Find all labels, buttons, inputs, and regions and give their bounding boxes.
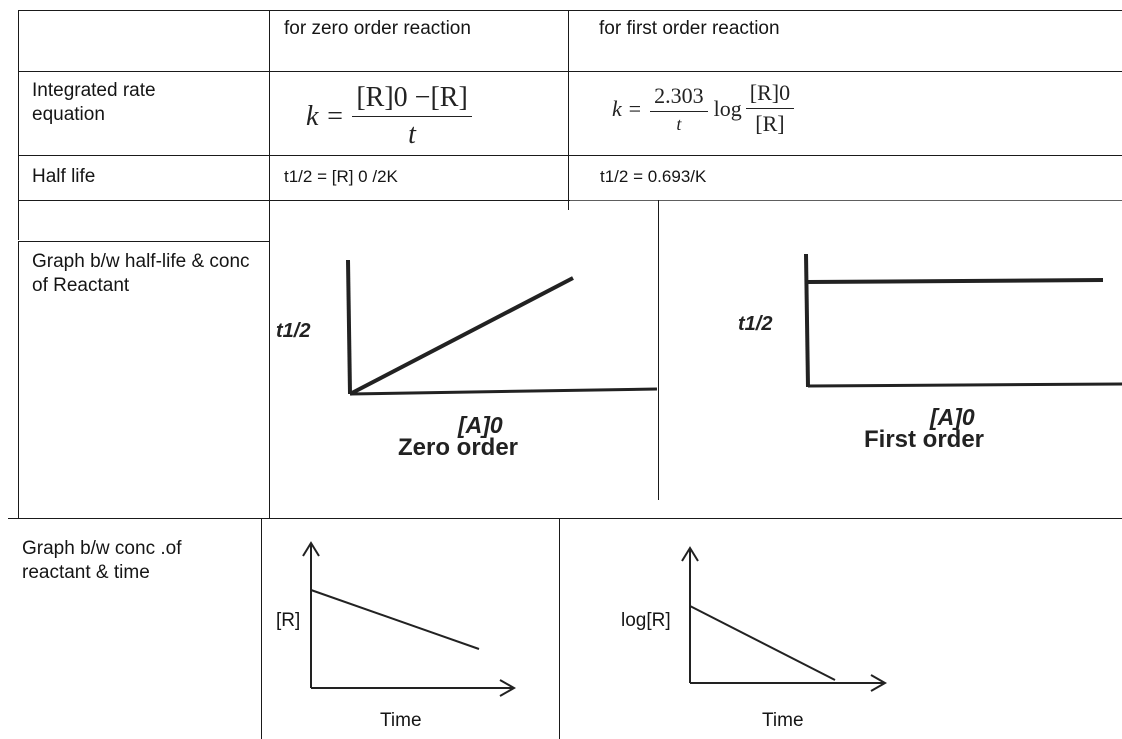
zero-order-conctime-x-arrow bbox=[499, 679, 517, 697]
col-divider-mid-top bbox=[568, 10, 569, 210]
first-order-halflife-line bbox=[807, 278, 1104, 284]
col-divider-mid-bottom bbox=[559, 518, 560, 739]
first-order-halflife-y-axis bbox=[804, 253, 810, 388]
zero-order-conctime-y-arrow bbox=[302, 541, 320, 557]
zero-order-halflife-y-axis bbox=[346, 259, 352, 395]
first-order-ratio-num: [R]0 bbox=[745, 80, 795, 109]
row-divider-spacer bbox=[18, 241, 270, 242]
first-order-lhs: k = bbox=[612, 95, 643, 121]
row-label-integrated-rate: Integrated rate equation bbox=[32, 80, 156, 125]
zero-order-lhs: k = bbox=[306, 100, 345, 132]
col-divider-left-top bbox=[18, 10, 19, 200]
zero-order-conctime-line bbox=[310, 589, 480, 650]
row-divider-integrated bbox=[18, 155, 1122, 156]
row-label-graph-half-life: Graph b/w half-life & conc of Reactant bbox=[32, 251, 250, 296]
row-divider-graphs bbox=[8, 518, 1122, 519]
row-divider-halflife-right bbox=[570, 200, 1122, 201]
first-order-coef-den: t bbox=[676, 113, 682, 134]
first-order-conctime-line bbox=[689, 605, 836, 681]
zero-order-conctime-xlabel: Time bbox=[380, 710, 422, 731]
col-divider-mid-graph bbox=[658, 200, 659, 500]
first-order-halflife-xlabel: [A]0 bbox=[930, 404, 975, 430]
zero-order-halflife-caption: Zero order bbox=[398, 434, 519, 461]
zero-order-halflife-ylabel: t1/2 bbox=[276, 320, 311, 342]
col-divider-label-top bbox=[269, 10, 270, 518]
col-divider-left-lower bbox=[18, 241, 19, 518]
zero-order-halflife-x-axis bbox=[349, 387, 658, 396]
first-order-conctime-x-arrow bbox=[870, 674, 888, 692]
table-border-top bbox=[18, 10, 1122, 11]
first-order-halflife-x-axis bbox=[807, 382, 1122, 388]
row-divider-header bbox=[18, 71, 1122, 72]
first-order-halflife-ylabel: t1/2 bbox=[738, 313, 773, 335]
zero-order-half-life: t1/2 = [R] 0 /2K bbox=[284, 167, 398, 186]
first-order-log: log bbox=[713, 95, 742, 121]
zero-order-denominator: t bbox=[408, 119, 416, 150]
first-order-ratio-den: [R] bbox=[755, 111, 785, 136]
row-label-half-life: Half life bbox=[32, 166, 96, 187]
row-label-graph-conc-time: Graph b/w conc .of reactant & time bbox=[22, 538, 182, 583]
first-order-rate-equation: k = 2.303 t log [R]0 [R] bbox=[612, 80, 795, 137]
col-divider-label-bottom bbox=[261, 518, 262, 739]
zero-order-halflife-line bbox=[349, 276, 574, 396]
first-order-conctime-y-arrow bbox=[681, 546, 699, 562]
first-order-conctime-ylabel: log[R] bbox=[621, 610, 671, 631]
first-order-halflife-caption: First order bbox=[864, 426, 985, 453]
header-zero-order: for zero order reaction bbox=[284, 18, 471, 39]
zero-order-halflife-xlabel: [A]0 bbox=[458, 412, 503, 438]
row-divider-halflife bbox=[18, 200, 570, 201]
zero-order-numerator: [R]0 −[R] bbox=[352, 82, 472, 117]
col-divider-left-mid bbox=[18, 200, 19, 240]
zero-order-conctime-ylabel: [R] bbox=[276, 610, 301, 631]
zero-order-rate-equation: k = [R]0 −[R] t bbox=[306, 82, 472, 151]
header-first-order: for first order reaction bbox=[599, 18, 780, 39]
first-order-conctime-xlabel: Time bbox=[762, 710, 804, 731]
first-order-coef-num: 2.303 bbox=[650, 83, 708, 112]
first-order-half-life: t1/2 = 0.693/K bbox=[600, 167, 707, 186]
